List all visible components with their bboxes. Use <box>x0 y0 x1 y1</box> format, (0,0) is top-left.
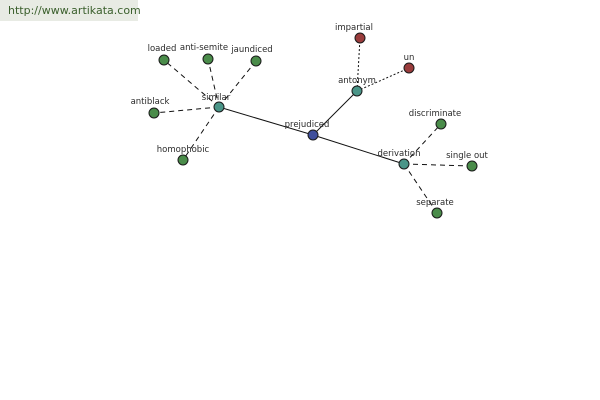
source-url[interactable]: http://www.artikata.com <box>0 0 141 21</box>
label-single-out: single out <box>446 151 488 161</box>
edge-antonym-un <box>356 67 410 92</box>
label-antonym: antonym <box>338 76 376 86</box>
node-prejudiced[interactable] <box>307 129 319 141</box>
edge-similar-jaundiced <box>218 60 257 108</box>
label-impartial: impartial <box>335 23 373 33</box>
edge-prejudiced-antonym <box>312 90 358 136</box>
node-antonym[interactable] <box>351 85 363 97</box>
label-homophobic: homophobic <box>157 145 210 155</box>
label-discriminate: discriminate <box>409 109 462 119</box>
node-jaundiced[interactable] <box>250 55 262 67</box>
node-antiblack[interactable] <box>148 107 160 119</box>
node-homophobic[interactable] <box>177 154 189 166</box>
node-discriminate[interactable] <box>435 118 447 130</box>
node-single-out[interactable] <box>466 160 478 172</box>
node-derivation[interactable] <box>398 158 410 170</box>
edge-derivation-separate <box>403 163 438 214</box>
label-similar: similar <box>202 93 231 103</box>
label-derivation: derivation <box>377 149 420 159</box>
edge-derivation-discriminate <box>403 123 442 165</box>
node-un[interactable] <box>403 62 415 74</box>
label-prejudiced: prejudiced <box>285 120 330 130</box>
label-jaundiced: jaundiced <box>230 45 272 55</box>
edge-prejudiced-similar <box>218 106 314 136</box>
label-antiblack: antiblack <box>131 97 170 107</box>
node-anti-semite[interactable] <box>202 53 214 65</box>
edge-similar-antiblack <box>153 106 220 114</box>
label-un: un <box>404 53 415 63</box>
node-impartial[interactable] <box>354 32 366 44</box>
node-similar[interactable] <box>213 101 225 113</box>
label-separate: separate <box>416 198 454 208</box>
label-loaded: loaded <box>148 44 177 54</box>
label-anti-semite: anti-semite <box>180 43 228 53</box>
edge-similar-loaded <box>163 59 220 108</box>
edge-prejudiced-derivation <box>312 134 405 165</box>
node-separate[interactable] <box>431 207 443 219</box>
edge-antonym-impartial <box>356 37 361 92</box>
node-loaded[interactable] <box>158 54 170 66</box>
edge-derivation-single-out <box>403 163 473 167</box>
edge-similar-homophobic <box>182 106 220 161</box>
